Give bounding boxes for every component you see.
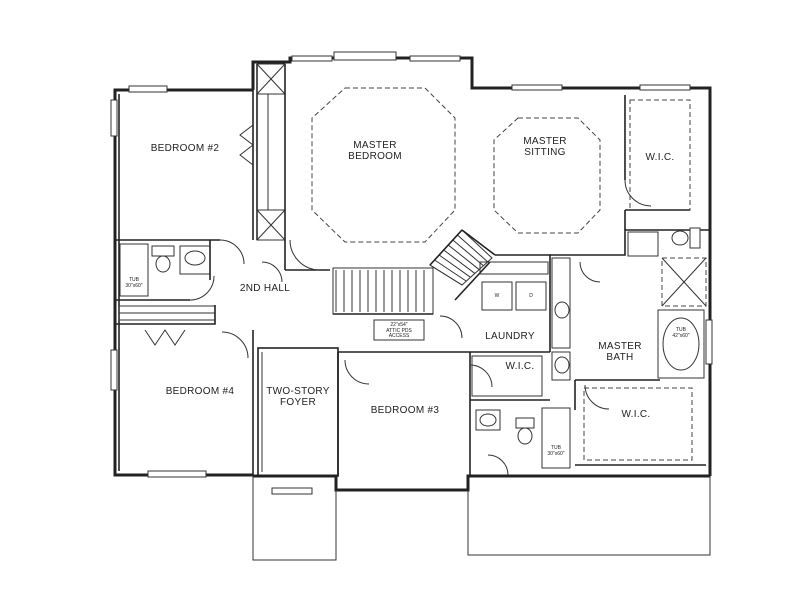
room-label-wic-mid: W.I.C. (505, 361, 535, 372)
stair-tread (457, 234, 489, 263)
room-label-master-bath: MASTER BATH (598, 341, 642, 363)
stair-tread (447, 244, 480, 270)
room-label-master-sitting: MASTER SITTING (523, 136, 567, 158)
room-label-two-story-foyer: TWO-STORY FOYER (266, 386, 330, 408)
room-label-wic-bottom: W.I.C. (621, 409, 651, 420)
room-label-wic-top: W.I.C. (645, 152, 675, 163)
stair-tread (452, 239, 484, 267)
stair-tread (443, 249, 476, 274)
room-label-bedroom-3: BEDROOM #3 (370, 405, 440, 416)
washer-label: W (494, 293, 500, 299)
tub-label-bottom: TUB 30"x60" (547, 445, 565, 457)
room-label-laundry: LAUNDRY (485, 331, 535, 342)
room-label-2nd-hall: 2ND HALL (239, 283, 291, 294)
dryer-label: D (529, 293, 533, 299)
stair-tread (438, 254, 471, 278)
bedroom3-walls (337, 352, 571, 476)
tub-label-left: TUB 30"x60" (125, 277, 143, 289)
interior-walls (115, 63, 339, 477)
windows (110, 55, 713, 495)
wic-bottom (575, 384, 706, 466)
attic-access-label: 22"x54" ATTIC PDS ACCESS (386, 322, 412, 339)
attic-access-box (373, 319, 425, 341)
laundry-area (338, 254, 551, 401)
room-label-master-bedroom: MASTER BEDROOM (348, 140, 402, 162)
tub-label-master: TUB 42"x60" (672, 327, 690, 339)
master-bath-walls (550, 227, 710, 410)
wic-top (624, 95, 691, 230)
room-label-bedroom-4: BEDROOM #4 (165, 386, 235, 397)
stairs (332, 229, 496, 315)
tray-ceilings (311, 87, 601, 243)
room-label-bedroom-2: BEDROOM #2 (150, 143, 220, 154)
stair-tread (434, 259, 467, 282)
